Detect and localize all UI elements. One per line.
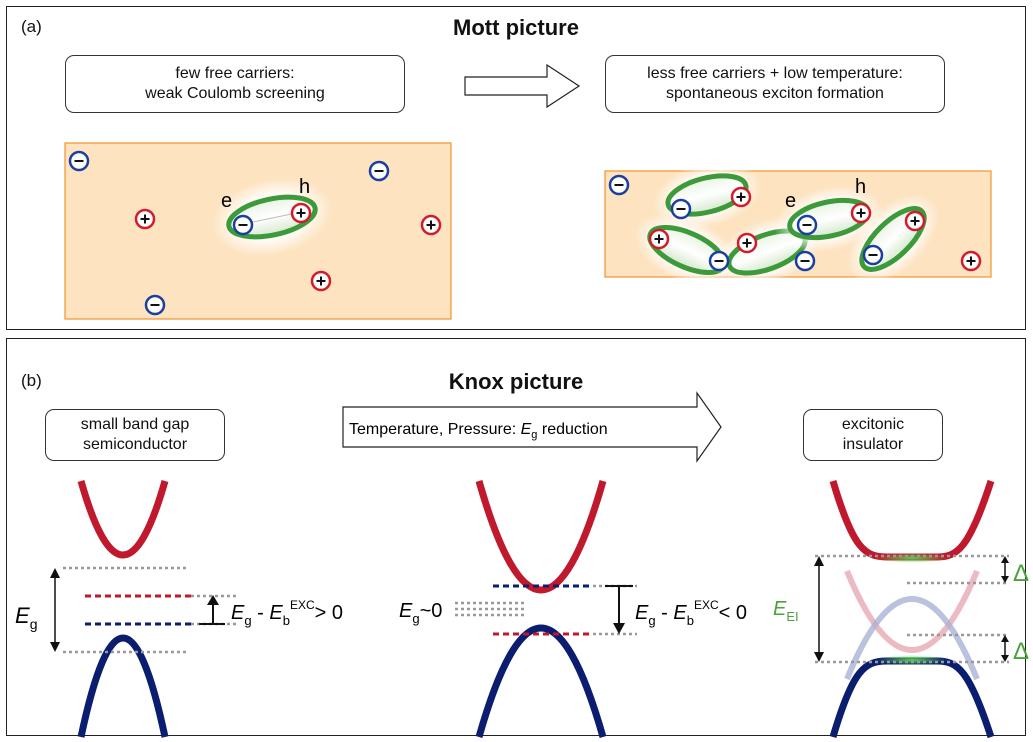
electron-label-left: e — [221, 190, 232, 212]
excitonic-insulator-line1: excitonic — [841, 416, 905, 433]
valence-band-ei — [829, 657, 995, 739]
reduction-arrow — [342, 391, 722, 463]
eg-label-left: Eg — [15, 603, 37, 632]
delta-top: Δ — [1013, 560, 1029, 587]
panel-b-label: (b) — [21, 371, 42, 390]
conduction-band-bare — [844, 569, 980, 653]
panel-knox: (b) Knox picture small band gap semicond… — [6, 338, 1029, 739]
few-carriers-box: few free carriers: weak Coulomb screenin… — [65, 55, 405, 113]
exciton-formation-line1: less free carriers + low temperature: — [647, 65, 903, 82]
hole-icon: + — [730, 186, 752, 208]
hole-icon: + — [648, 228, 670, 250]
valence-band-bare — [844, 596, 980, 681]
relation-left: Eg - EbEXC> 0 — [231, 598, 343, 628]
eei-label: EEI — [773, 598, 799, 624]
semiconductor-line1: small band gap — [80, 416, 190, 433]
electron-icon: − — [608, 174, 630, 196]
reduction-arrow-text: Temperature, Pressure: Eg reduction — [349, 421, 608, 441]
panel-mott: (a) Mott picture few free carriers: weak… — [6, 6, 1026, 330]
excitonic-insulator-box: excitonic insulator — [803, 409, 943, 461]
electron-icon: − — [144, 294, 166, 316]
electron-icon: − — [708, 250, 730, 272]
hole-icon: + — [904, 210, 926, 232]
hole-icon: + — [290, 202, 312, 224]
valence-band-mid — [475, 624, 607, 738]
hole-label-left: h — [299, 176, 310, 198]
hole-icon: + — [134, 208, 156, 230]
semiconductor-line2: semiconductor — [82, 436, 188, 453]
condensate-glow-top — [876, 553, 948, 563]
valence-band-left — [77, 634, 169, 738]
panel-b-title: Knox picture — [448, 369, 584, 394]
electron-icon: − — [68, 150, 90, 172]
conduction-band-left — [77, 480, 169, 559]
conduction-band-ei — [829, 479, 995, 561]
mott-transition-arrow — [464, 63, 581, 109]
excitonic-insulator-line2: insulator — [842, 436, 904, 453]
charge-carriers: −−+++−−+−+−++−+−−+−+ — [68, 150, 982, 316]
electron-icon: − — [796, 214, 818, 236]
relation-mid: Eg - EbEXC< 0 — [635, 598, 747, 628]
delta-bottom: Δ — [1013, 638, 1029, 665]
exciton-formation-line2: spontaneous exciton formation — [666, 85, 884, 102]
electron-label-right: e — [785, 190, 796, 212]
hole-icon: + — [420, 214, 442, 236]
hole-icon: + — [960, 250, 982, 272]
electron-icon: − — [670, 198, 692, 220]
mott-diagram: e h e h −−+++−−+−+−++−+−−+−+ — [64, 63, 992, 320]
exciton-formation-box: less free carriers + low temperature: sp… — [605, 55, 945, 113]
electron-icon: − — [794, 250, 816, 272]
hole-label-right: h — [855, 176, 866, 198]
few-carriers-line2: weak Coulomb screening — [145, 85, 325, 102]
condensate-glow-bottom — [876, 655, 948, 665]
eg-zero-label: Eg~0 — [399, 600, 442, 626]
semiconductor-box: small band gap semiconductor — [45, 409, 225, 461]
electron-icon: − — [232, 214, 254, 236]
hole-icon: + — [736, 232, 758, 254]
hole-icon: + — [850, 202, 872, 224]
few-carriers-line1: few free carriers: — [175, 65, 295, 82]
electron-icon: − — [368, 160, 390, 182]
hole-icon: + — [310, 270, 332, 292]
conduction-band-mid — [475, 480, 607, 594]
electron-icon: − — [862, 244, 884, 266]
panel-a-label: (a) — [21, 17, 42, 36]
panel-a-title: Mott picture — [453, 15, 579, 40]
knox-diagram: Temperature, Pressure: Eg reduction Eg E… — [15, 391, 1029, 739]
